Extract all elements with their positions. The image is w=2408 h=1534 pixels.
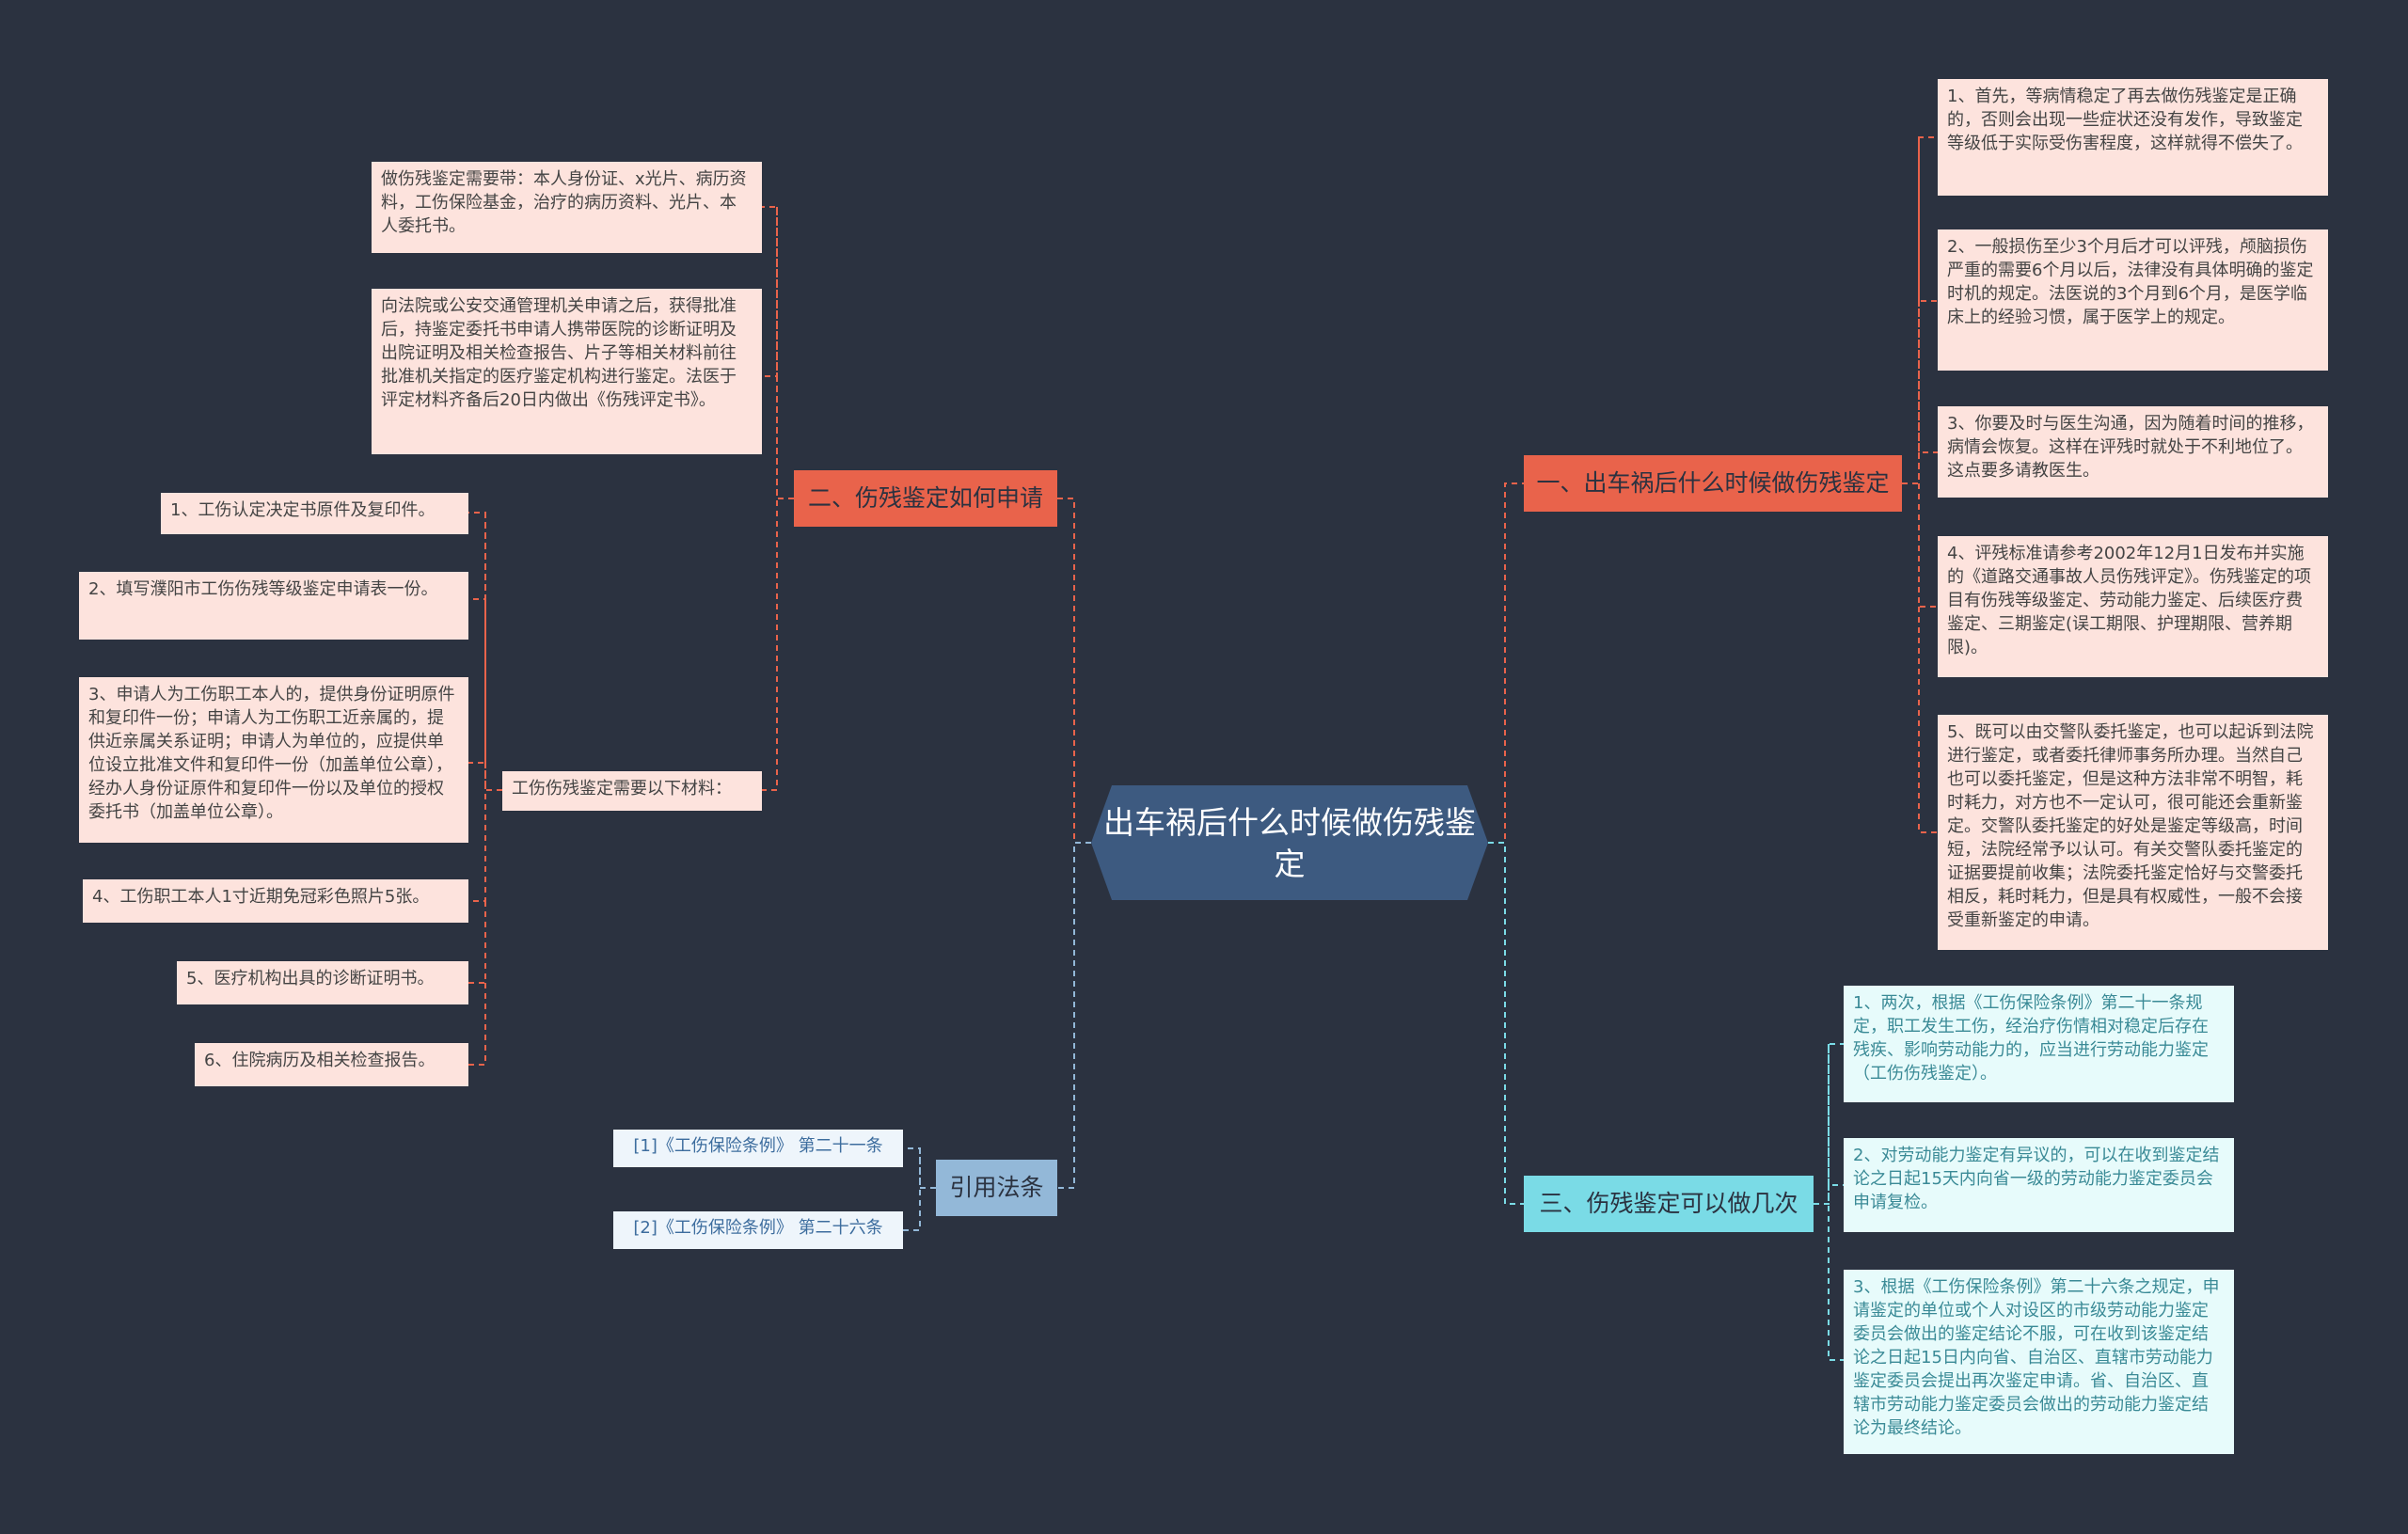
- leaf-times-3[interactable]: 3、根据《工伤保险条例》第二十六条之规定，申请鉴定的单位或个人对设区的市级劳动能…: [1844, 1270, 2234, 1454]
- leaf-when-3[interactable]: 3、你要及时与医生沟通，因为随着时间的推移，病情会恢复。这样在评残时就处于不利地…: [1938, 406, 2328, 498]
- branch-cited-laws-label: 引用法条: [949, 1174, 1044, 1201]
- leaf-when-4-text: 4、评残标准请参考2002年12月1日发布并实施的《道路交通事故人员伤残评定》。…: [1947, 544, 2311, 657]
- leaf-when-3-text: 3、你要及时与医生沟通，因为随着时间的推移，病情会恢复。这样在评残时就处于不利地…: [1947, 414, 2314, 481]
- material-item-2[interactable]: 2、填写濮阳市工伤伤残等级鉴定申请表一份。: [79, 572, 468, 640]
- law-ref-2[interactable]: [2]《工伤保险条例》 第二十六条: [613, 1211, 903, 1249]
- material-item-5[interactable]: 5、医疗机构出具的诊断证明书。: [177, 961, 468, 1004]
- law-ref-2-text: [2]《工伤保险条例》 第二十六条: [633, 1218, 883, 1238]
- central-topic[interactable]: 出车祸后什么时候做伤残鉴定: [1091, 785, 1488, 900]
- leaf-when-5-text: 5、既可以由交警队委托鉴定，也可以起诉到法院进行鉴定，或者委托律师事务所办理。当…: [1947, 722, 2314, 930]
- leaf-times-3-text: 3、根据《工伤保险条例》第二十六条之规定，申请鉴定的单位或个人对设区的市级劳动能…: [1853, 1277, 2220, 1438]
- leaf-apply-1[interactable]: 做伤残鉴定需要带：本人身份证、x光片、病历资料，工伤保险基金，治疗的病历资料、光…: [372, 162, 762, 253]
- leaf-times-2[interactable]: 2、对劳动能力鉴定有异议的，可以在收到鉴定结论之日起15天内向省一级的劳动能力鉴…: [1844, 1138, 2234, 1232]
- central-topic-label: 出车祸后什么时候做伤残鉴定: [1103, 804, 1476, 882]
- material-item-1-text: 1、工伤认定决定书原件及复印件。: [170, 500, 436, 520]
- leaf-when-2[interactable]: 2、一般损伤至少3个月后才可以评残，颅脑损伤严重的需要6个月以后，法律没有具体明…: [1938, 229, 2328, 371]
- material-item-5-text: 5、医疗机构出具的诊断证明书。: [186, 969, 435, 988]
- branch-how-many-times-label: 三、伤残鉴定可以做几次: [1539, 1190, 1798, 1217]
- leaf-when-1[interactable]: 1、首先，等病情稳定了再去做伤残鉴定是正确的，否则会出现一些症状还没有发作，导致…: [1938, 79, 2328, 196]
- leaf-times-1[interactable]: 1、两次，根据《工伤保险条例》第二十一条规定，职工发生工伤，经治疗伤情相对稳定后…: [1844, 986, 2234, 1102]
- branch-how-to-apply[interactable]: 二、伤残鉴定如何申请: [794, 470, 1057, 527]
- leaf-when-5[interactable]: 5、既可以由交警队委托鉴定，也可以起诉到法院进行鉴定，或者委托律师事务所办理。当…: [1938, 715, 2328, 950]
- leaf-apply-materials-text: 工伤伤残鉴定需要以下材料：: [512, 779, 732, 799]
- leaf-times-1-text: 1、两次，根据《工伤保险条例》第二十一条规定，职工发生工伤，经治疗伤情相对稳定后…: [1853, 993, 2209, 1083]
- branch-when-to-assess-label: 一、出车祸后什么时候做伤残鉴定: [1536, 469, 1890, 497]
- leaf-when-2-text: 2、一般损伤至少3个月后才可以评残，颅脑损伤严重的需要6个月以后，法律没有具体明…: [1947, 237, 2314, 327]
- material-item-4[interactable]: 4、工伤职工本人1寸近期免冠彩色照片5张。: [83, 879, 468, 923]
- leaf-apply-1-text: 做伤残鉴定需要带：本人身份证、x光片、病历资料，工伤保险基金，治疗的病历资料、光…: [381, 169, 747, 236]
- branch-how-to-apply-label: 二、伤残鉴定如何申请: [807, 484, 1043, 512]
- material-item-4-text: 4、工伤职工本人1寸近期免冠彩色照片5张。: [92, 887, 430, 907]
- leaf-apply-2[interactable]: 向法院或公安交通管理机关申请之后，获得批准后，持鉴定委托书申请人携带医院的诊断证…: [372, 289, 762, 454]
- material-item-6-text: 6、住院病历及相关检查报告。: [204, 1051, 436, 1070]
- material-item-6[interactable]: 6、住院病历及相关检查报告。: [195, 1043, 468, 1086]
- leaf-when-4[interactable]: 4、评残标准请参考2002年12月1日发布并实施的《道路交通事故人员伤残评定》。…: [1938, 536, 2328, 677]
- law-ref-1-text: [1]《工伤保险条例》 第二十一条: [633, 1136, 883, 1156]
- leaf-when-1-text: 1、首先，等病情稳定了再去做伤残鉴定是正确的，否则会出现一些症状还没有发作，导致…: [1947, 87, 2303, 153]
- material-item-3[interactable]: 3、申请人为工伤职工本人的，提供身份证明原件和复印件一份；申请人为工伤职工近亲属…: [79, 677, 468, 843]
- material-item-2-text: 2、填写濮阳市工伤伤残等级鉴定申请表一份。: [88, 579, 438, 599]
- leaf-apply-2-text: 向法院或公安交通管理机关申请之后，获得批准后，持鉴定委托书申请人携带医院的诊断证…: [381, 296, 737, 410]
- branch-when-to-assess[interactable]: 一、出车祸后什么时候做伤残鉴定: [1524, 455, 1902, 512]
- leaf-times-2-text: 2、对劳动能力鉴定有异议的，可以在收到鉴定结论之日起15天内向省一级的劳动能力鉴…: [1853, 1146, 2220, 1212]
- branch-how-many-times[interactable]: 三、伤残鉴定可以做几次: [1524, 1176, 1814, 1232]
- material-item-1[interactable]: 1、工伤认定决定书原件及复印件。: [161, 493, 468, 534]
- leaf-apply-materials[interactable]: 工伤伤残鉴定需要以下材料：: [502, 771, 762, 811]
- branch-cited-laws[interactable]: 引用法条: [936, 1160, 1057, 1216]
- law-ref-1[interactable]: [1]《工伤保险条例》 第二十一条: [613, 1130, 903, 1167]
- material-item-3-text: 3、申请人为工伤职工本人的，提供身份证明原件和复印件一份；申请人为工伤职工近亲属…: [88, 685, 455, 822]
